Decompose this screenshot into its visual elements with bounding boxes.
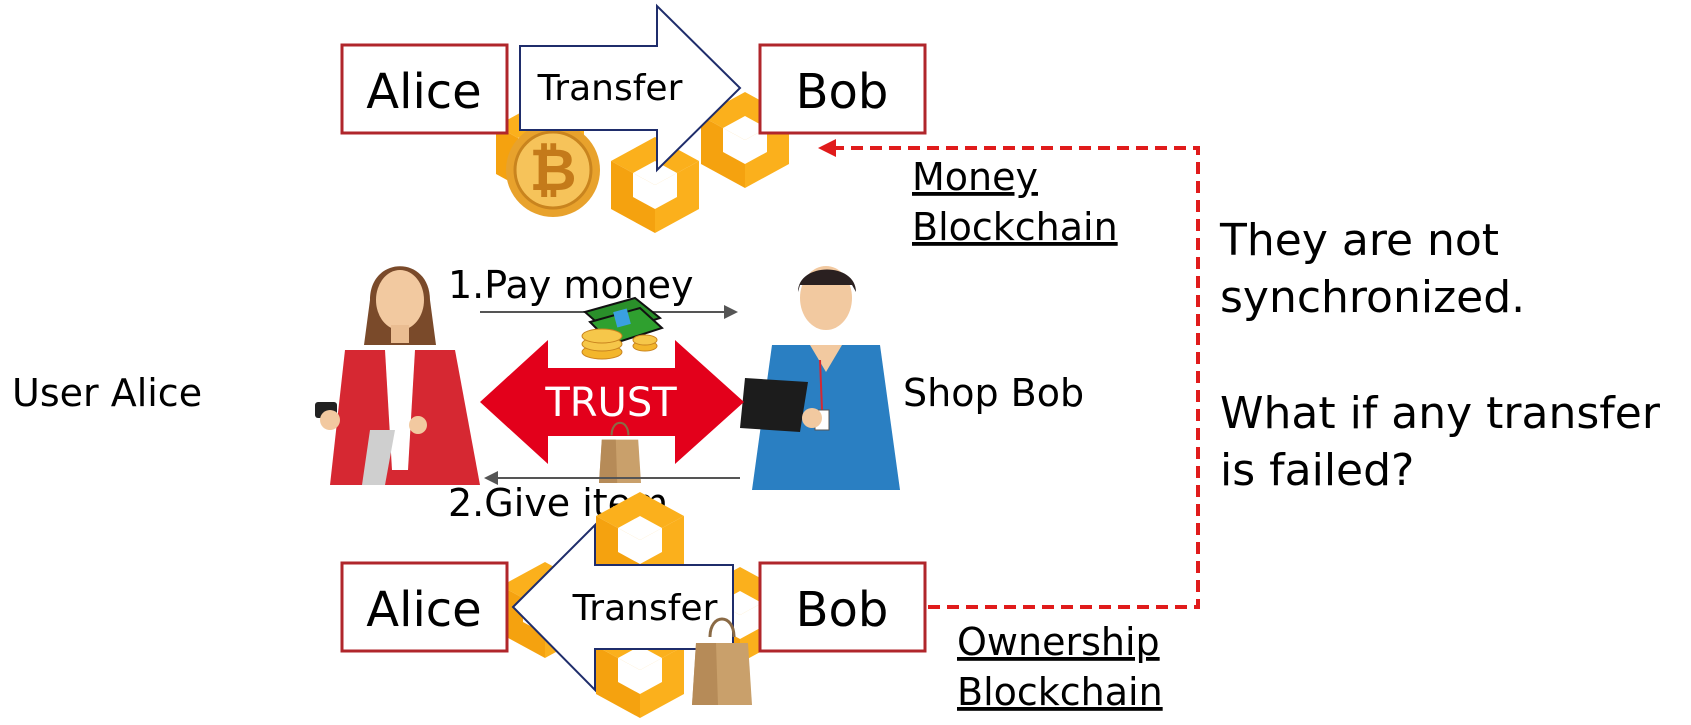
trust-double-arrow (480, 340, 744, 464)
ownership-chain-name-line1: Ownership (957, 620, 1160, 664)
transfer-label-bottom: Transfer (572, 588, 718, 629)
alice-person-icon (315, 266, 480, 485)
give-arrow-head (484, 471, 498, 485)
ownership-chain-name-line2: Blockchain (957, 670, 1163, 714)
trade-scene: User Alice 1.Pay money (12, 263, 1084, 525)
note-line-2: synchronized. (1220, 272, 1525, 323)
bob-person-icon (740, 266, 900, 490)
money-blockchain-group: ₿ Alice Transfer Bob Money Blockchain (340, 3, 1118, 249)
sync-note: They are not synchronized. What if any t… (1219, 215, 1661, 496)
coin-stack-icon (581, 328, 658, 360)
trust-label: TRUST (544, 380, 677, 426)
bob-label-top: Bob (796, 64, 889, 120)
shop-bob-label: Shop Bob (903, 371, 1084, 415)
pay-arrow-head (724, 305, 738, 319)
pay-money-label: 1.Pay money (448, 263, 694, 307)
sync-connector (818, 139, 1200, 609)
transfer-arrow-bottom (511, 522, 734, 693)
user-alice-label: User Alice (12, 371, 202, 415)
bob-label-bottom: Bob (796, 582, 889, 638)
alice-label-bottom: Alice (366, 582, 481, 638)
note-line-4: is failed? (1220, 445, 1414, 496)
bob-box-top (758, 43, 927, 135)
money-chain-name-line2: Blockchain (912, 205, 1118, 249)
alice-box-bottom (340, 561, 509, 653)
note-line-3: What if any transfer (1220, 388, 1661, 439)
bitcoin-coin-icon: ₿ (506, 123, 600, 217)
bob-box-bottom (758, 561, 927, 653)
alice-box-top (340, 43, 509, 135)
transfer-arrow-top (519, 3, 742, 173)
svg-text:₿: ₿ (529, 136, 576, 204)
sync-arrow-head (818, 139, 836, 157)
ownership-blockchain-group: Alice Transfer Bob Ownership Blockchain (340, 492, 1163, 718)
money-chain-name-line1: Money (912, 155, 1038, 199)
note-line-1: They are not (1219, 215, 1499, 266)
transfer-label-top: Transfer (537, 68, 683, 109)
alice-label-top: Alice (366, 64, 481, 120)
